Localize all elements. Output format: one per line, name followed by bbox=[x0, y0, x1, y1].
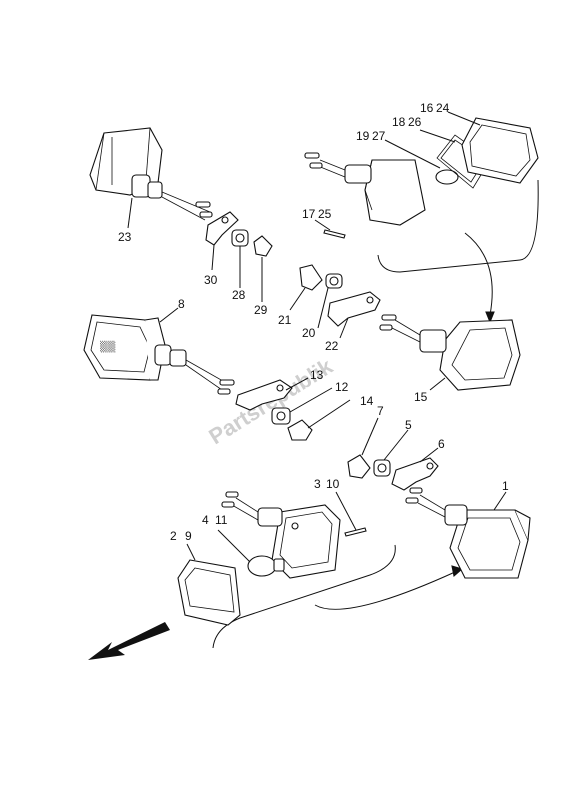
front-group-bracket bbox=[212, 544, 396, 649]
callout-13: 13 bbox=[310, 368, 324, 382]
callout-14: 14 bbox=[360, 394, 374, 408]
grommet-29 bbox=[253, 235, 273, 257]
callout-23: 23 bbox=[118, 230, 132, 244]
callout-15: 15 bbox=[414, 390, 428, 404]
callout-18: 18 bbox=[392, 115, 406, 129]
callout-22: 22 bbox=[325, 339, 339, 353]
turn-signal-lamp-front-right bbox=[379, 314, 521, 391]
rear-right-group-bracket bbox=[377, 179, 539, 273]
callout-24: 24 bbox=[436, 101, 450, 115]
callout-27: 27 bbox=[372, 129, 386, 143]
bracket-13 bbox=[235, 379, 293, 411]
callout-30: 30 bbox=[204, 273, 218, 287]
screw-10 bbox=[344, 527, 367, 537]
callout-19: 19 bbox=[356, 129, 370, 143]
bracket-6 bbox=[391, 457, 439, 491]
callout-26: 26 bbox=[408, 115, 422, 129]
callout-10: 10 bbox=[326, 477, 340, 491]
turn-signal-lamp-front-right-lower bbox=[405, 487, 531, 579]
assembly-arrow-front bbox=[314, 571, 456, 610]
grommet-14 bbox=[287, 419, 313, 441]
lens-front bbox=[177, 559, 241, 626]
collar-5 bbox=[373, 459, 391, 477]
svg-text:▒▒: ▒▒ bbox=[100, 340, 116, 353]
callout-28: 28 bbox=[232, 288, 246, 302]
collar-12 bbox=[271, 407, 291, 425]
collar-20 bbox=[325, 273, 343, 289]
callout-4: 4 bbox=[202, 513, 209, 527]
callout-1: 1 bbox=[502, 479, 509, 493]
front-direction-arrow bbox=[88, 622, 170, 660]
bracket-30 bbox=[205, 211, 239, 246]
callout-5: 5 bbox=[405, 418, 412, 432]
callout-12: 12 bbox=[335, 380, 349, 394]
lens-rear-right bbox=[461, 117, 539, 184]
callout-9: 9 bbox=[185, 529, 192, 543]
bracket-22 bbox=[327, 291, 381, 327]
callout-17: 17 bbox=[302, 207, 316, 221]
callout-labels: 16 24 18 26 19 27 17 25 23 30 28 29 21 2… bbox=[118, 101, 509, 543]
callout-11: 11 bbox=[215, 513, 228, 527]
callout-8: 8 bbox=[178, 297, 185, 311]
assembly-arrow-rear bbox=[464, 232, 493, 316]
bulb-rear-right bbox=[435, 169, 459, 185]
collar-28 bbox=[231, 229, 249, 247]
callout-2: 2 bbox=[170, 529, 177, 543]
arrowhead-rear bbox=[485, 311, 495, 324]
callout-20: 20 bbox=[302, 326, 316, 340]
screw-rear-right bbox=[323, 229, 346, 239]
callout-21: 21 bbox=[278, 313, 292, 327]
arrowhead-front bbox=[451, 565, 464, 578]
callout-25: 25 bbox=[318, 207, 332, 221]
callout-29: 29 bbox=[254, 303, 268, 317]
callout-3: 3 bbox=[314, 477, 321, 491]
turn-signal-lamp-front-left: ▒▒ bbox=[83, 314, 235, 395]
turn-signal-lamp-rear-right bbox=[304, 152, 426, 226]
callout-16: 16 bbox=[420, 101, 434, 115]
grommet-21 bbox=[299, 264, 323, 291]
callout-7: 7 bbox=[377, 404, 384, 418]
bulb-11 bbox=[247, 555, 285, 577]
turn-signal-lamp-rear-left bbox=[89, 127, 213, 221]
grommet-7 bbox=[347, 454, 371, 479]
callout-6: 6 bbox=[438, 437, 445, 451]
leader-lines bbox=[127, 111, 507, 563]
